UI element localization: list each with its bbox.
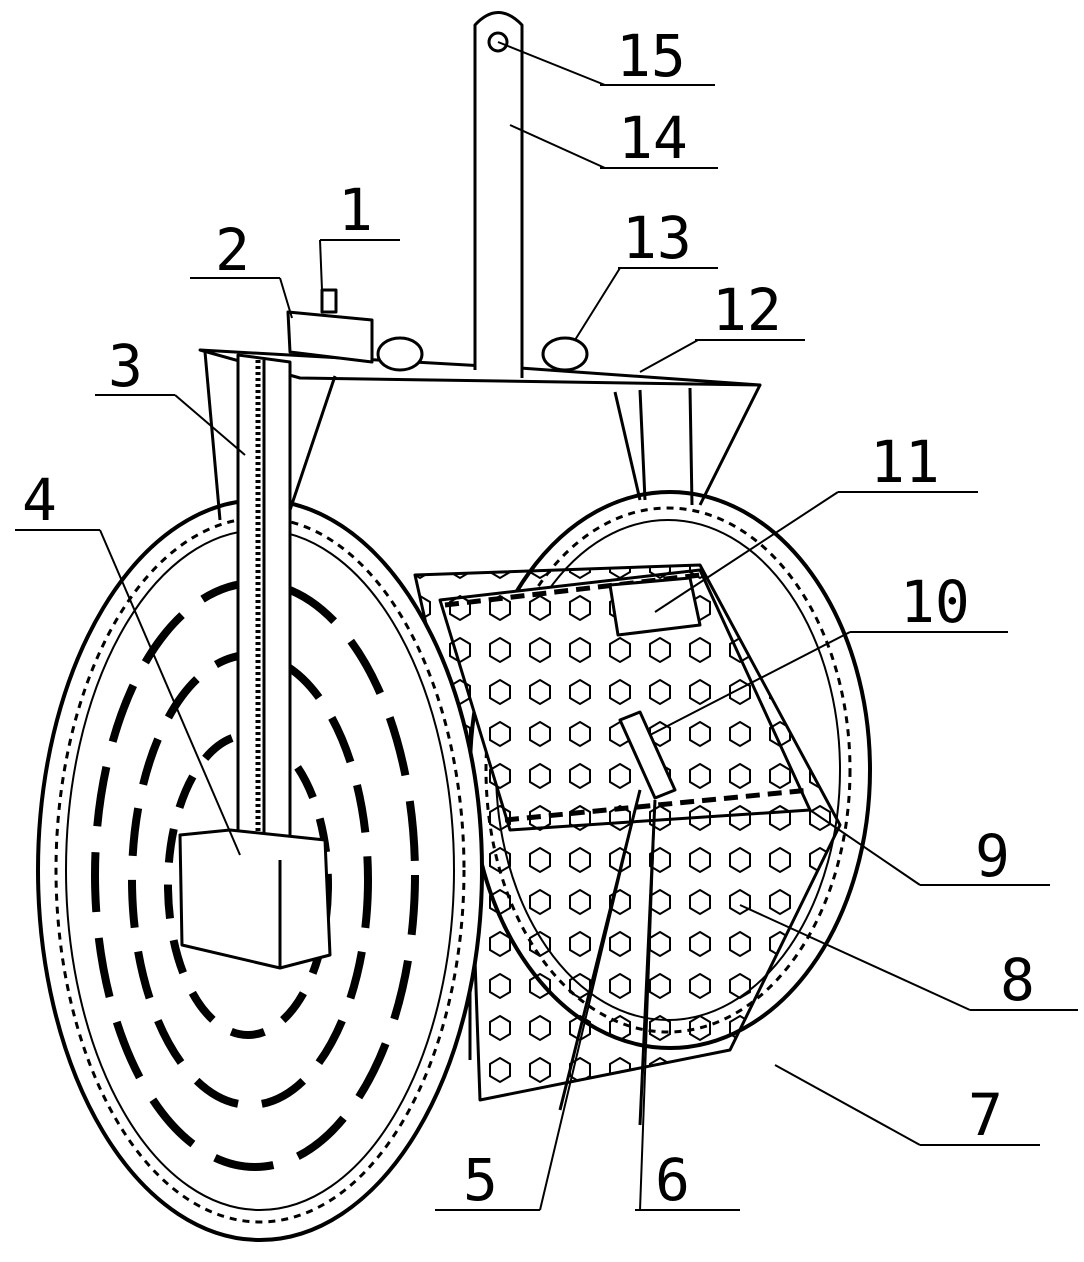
- slider-block: [180, 830, 330, 968]
- label-3: 3: [108, 332, 143, 400]
- label-12: 12: [712, 276, 782, 344]
- label-8: 8: [1000, 946, 1035, 1014]
- label-2: 2: [215, 216, 250, 284]
- label-11: 11: [870, 428, 940, 496]
- label-14: 14: [618, 104, 688, 172]
- motor-unit: [288, 290, 372, 362]
- label-1: 1: [338, 176, 373, 244]
- vertical-post: [475, 13, 522, 379]
- label-5: 5: [463, 1146, 498, 1214]
- label-15: 15: [616, 22, 686, 90]
- label-9: 9: [975, 822, 1010, 890]
- screw-rod: [238, 355, 290, 860]
- label-13: 13: [622, 204, 692, 272]
- label-4: 4: [22, 466, 57, 534]
- label-6: 6: [655, 1146, 690, 1214]
- label-10: 10: [900, 568, 970, 636]
- label-7: 7: [968, 1081, 1003, 1149]
